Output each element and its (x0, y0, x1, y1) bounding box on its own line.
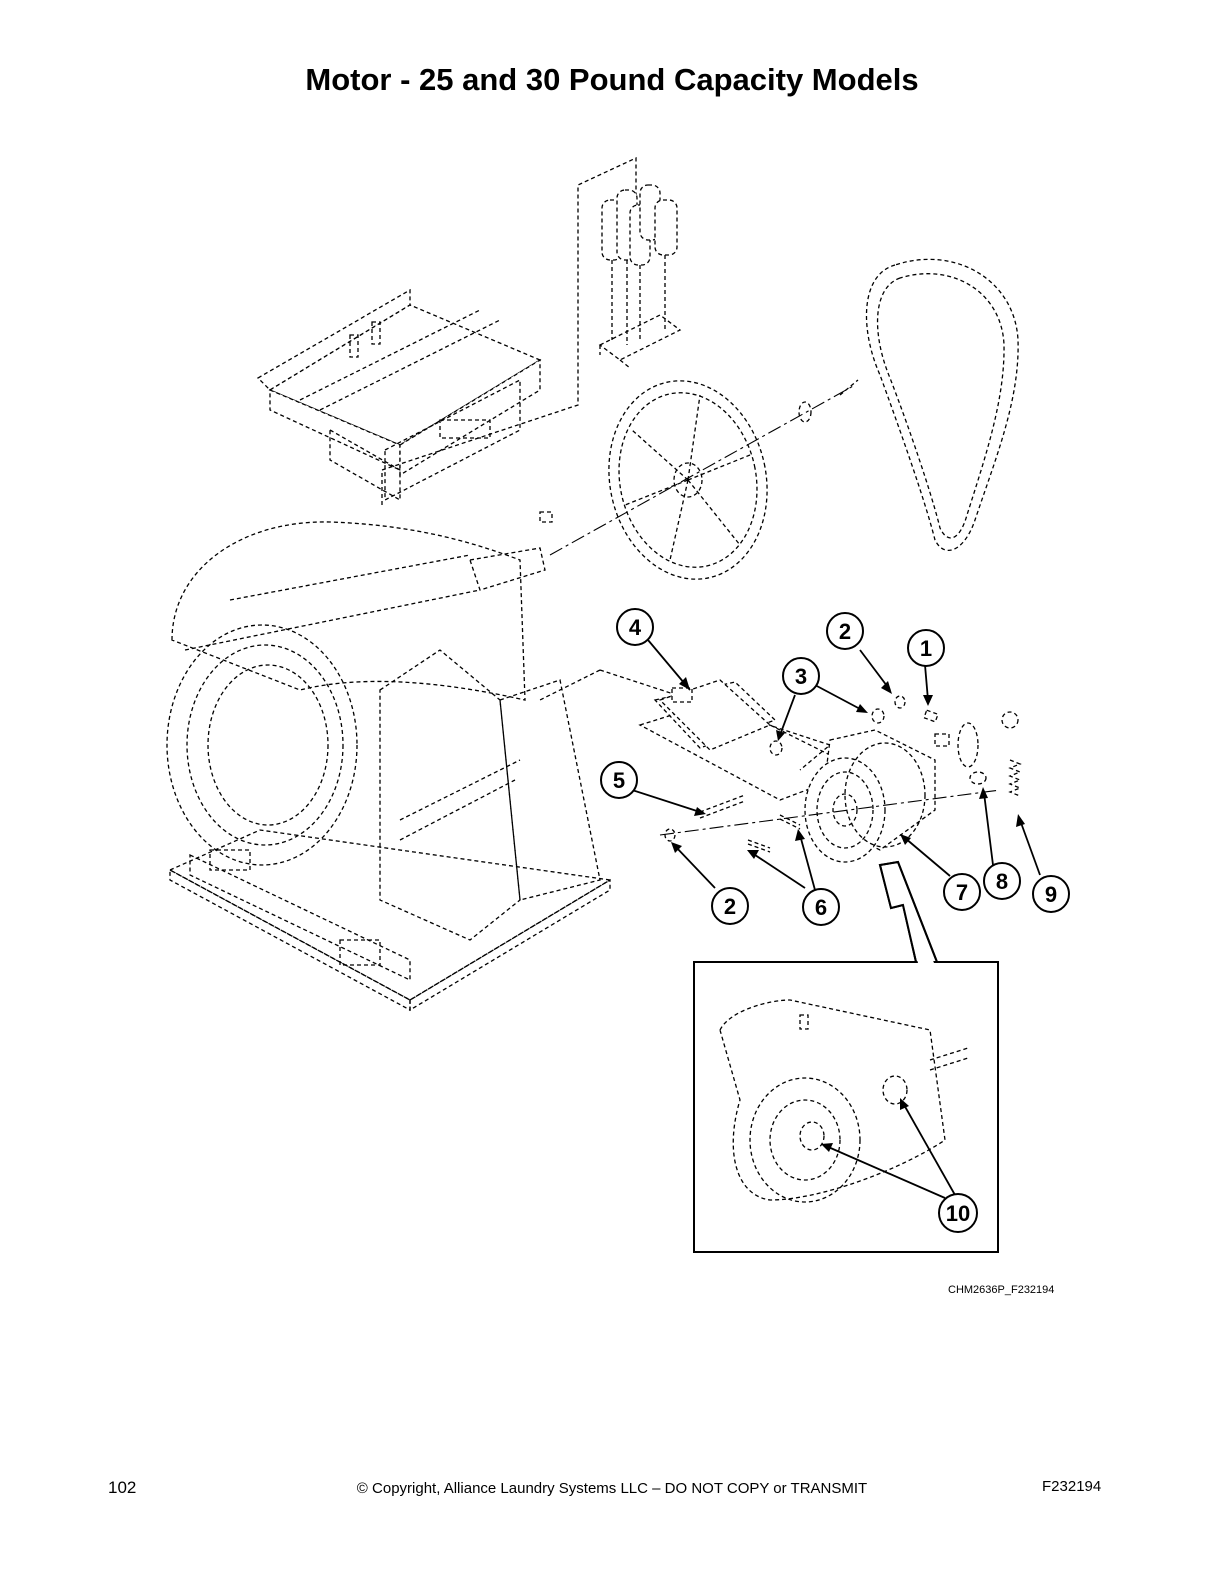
dryer-drum-housing (166, 511, 612, 1012)
callout-4: 4 (616, 608, 654, 646)
callout-2-upper: 2 (826, 612, 864, 650)
callout-5: 5 (600, 761, 638, 799)
callout-9: 9 (1032, 875, 1070, 913)
callout-6: 6 (802, 888, 840, 926)
callout-10-label: 10 (946, 1201, 970, 1226)
page-title: Motor - 25 and 30 Pound Capacity Models (305, 62, 919, 97)
callout-9-label: 9 (1045, 882, 1057, 907)
callout-2-upper-label: 2 (839, 619, 851, 644)
callout-5-label: 5 (613, 768, 625, 793)
drive-pulley (549, 379, 859, 580)
copyright-notice: © Copyright, Alliance Laundry Systems LL… (356, 1480, 868, 1497)
callout-2-lower: 2 (711, 887, 749, 925)
capacitor-assembly (381, 156, 682, 505)
callout-6-label: 6 (815, 895, 827, 920)
callout-10: 10 (938, 1193, 978, 1233)
callout-7: 7 (943, 873, 981, 911)
callout-3: 3 (782, 657, 820, 695)
figure-id: CHM2636P_F232194 (948, 1284, 1055, 1296)
document-code: F232194 (1042, 1478, 1102, 1495)
page-number: 102 (108, 1478, 137, 1497)
control-bracket-assembly (256, 288, 542, 502)
callout-8: 8 (983, 862, 1021, 900)
callout-7-label: 7 (956, 880, 968, 905)
callout-8-label: 8 (996, 869, 1008, 894)
drive-belt (865, 258, 1019, 552)
callout-2-lower-label: 2 (724, 894, 736, 919)
leader-lines (631, 639, 1041, 891)
motor-assembly (539, 669, 1022, 863)
callout-1-label: 1 (920, 636, 932, 661)
callout-4-label: 4 (629, 615, 642, 640)
callout-1: 1 (907, 629, 945, 667)
callout-3-label: 3 (795, 664, 807, 689)
